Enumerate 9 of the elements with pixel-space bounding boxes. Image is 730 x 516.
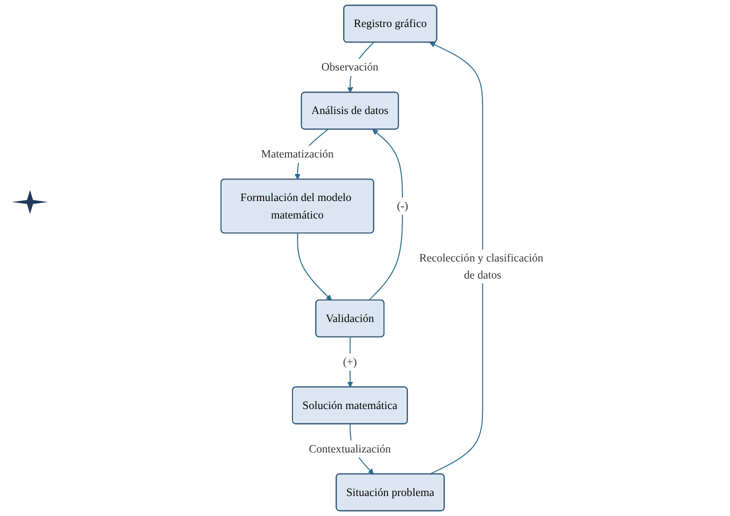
arrow xyxy=(368,129,403,301)
edge-label: Matematización xyxy=(260,148,334,160)
edge-label: Recolección y clasificación de datos xyxy=(419,252,544,282)
edge-label: (-) xyxy=(396,200,408,212)
arrow xyxy=(297,232,332,301)
arrow xyxy=(429,42,484,475)
edge-label: Contextualización xyxy=(308,442,391,455)
edge-label: (+) xyxy=(342,355,357,368)
edge-label: Observación xyxy=(321,60,378,74)
